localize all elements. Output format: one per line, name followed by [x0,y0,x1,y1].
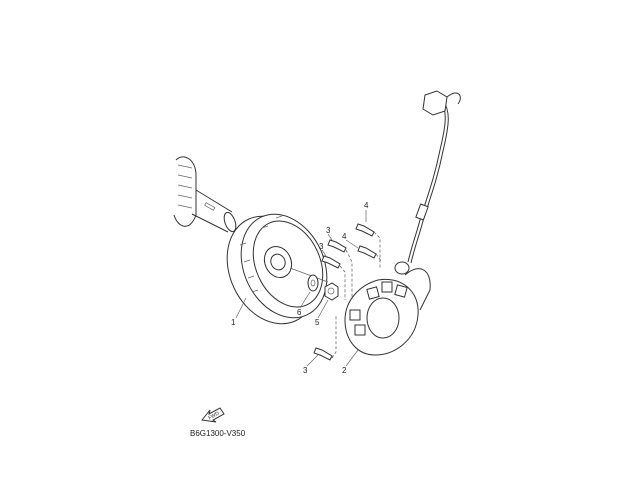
callout-3: 3 [326,226,331,235]
fwd-label: FWD [208,410,221,421]
connector [422,90,448,116]
callout-4: 4 [364,201,369,210]
fwd-arrow-icon: FWD [201,407,225,423]
leader-lines [235,210,367,367]
callout-3: 3 [319,242,324,251]
callout-6: 6 [297,308,302,317]
crankshaft [173,156,237,233]
callout-4: 4 [342,232,347,241]
washer [307,274,319,292]
wire-harness [407,90,461,264]
nut [324,282,339,301]
callout-2: 2 [342,366,347,375]
bolts [313,223,383,361]
callout-3: 3 [303,366,308,375]
callout-1: 1 [231,318,236,327]
callout-5: 5 [315,318,320,327]
rotor-flywheel [226,213,329,325]
stator [344,261,431,356]
diagram-code: B6G1300-V350 [190,429,246,438]
